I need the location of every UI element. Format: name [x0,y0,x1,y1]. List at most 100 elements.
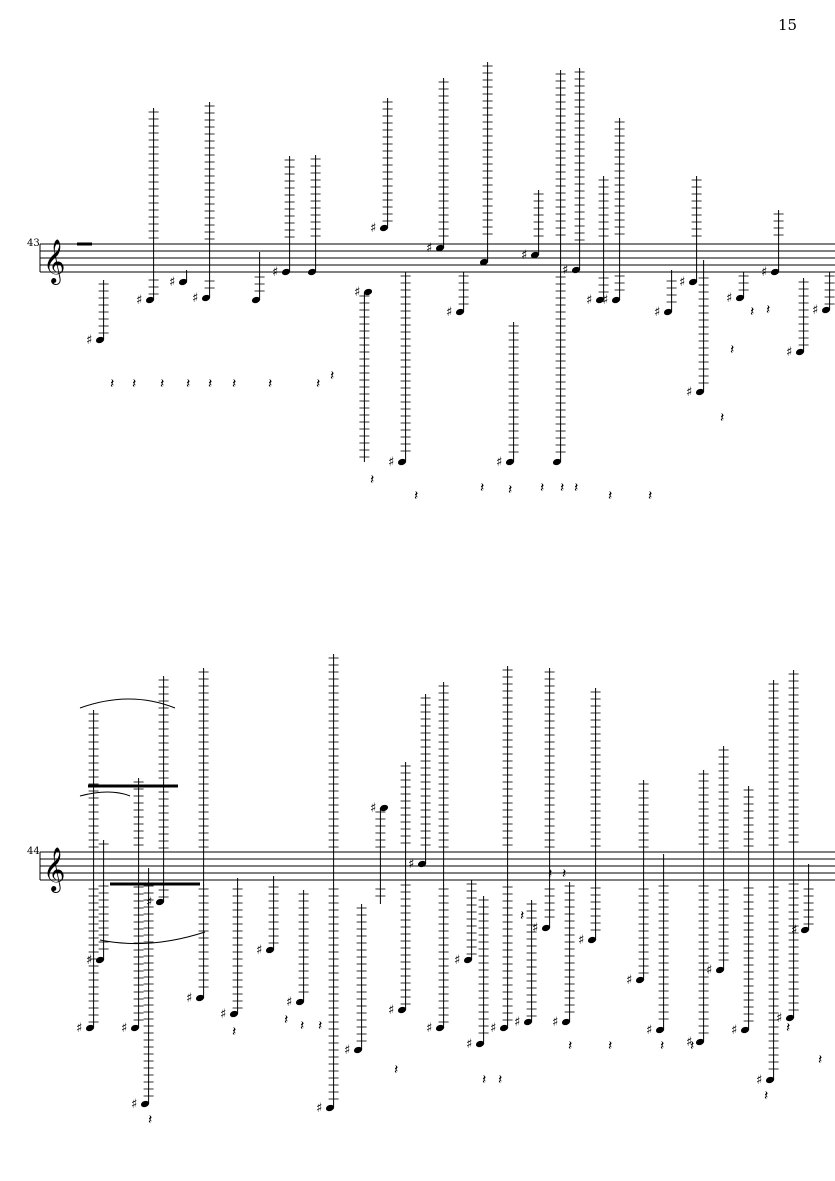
tie [79,791,131,797]
sharp-icon: ♯ [686,1035,692,1050]
sharp-icon: ♯ [316,1101,322,1116]
rest-icon: 𝄽 [394,1062,398,1078]
notehead [363,288,373,296]
rest-icon: 𝄽 [132,376,136,392]
sharp-icon: ♯ [731,1023,737,1038]
rest-icon: 𝄽 [786,1020,790,1036]
notation-system-43: ♯♯♯♯♯♯♯♯♯♯♯♯♯♯♯♯♯♯♯♯♯♯𝄽𝄽𝄽𝄽𝄽𝄽𝄽𝄽𝄽𝄽𝄽𝄽𝄽𝄽𝄽𝄽𝄽𝄽… [77,62,835,504]
sharp-icon: ♯ [514,1015,520,1030]
notehead [770,268,780,276]
rest-icon: 𝄽 [284,1012,288,1028]
treble-clef-icon: 𝄞 [43,847,65,893]
notehead [635,976,645,984]
notehead [561,1018,571,1026]
sharp-icon: ♯ [654,305,660,320]
notehead [379,804,389,812]
measure-number-44: 44 [27,846,40,857]
rest-icon: 𝄽 [568,1038,572,1054]
rest-icon: 𝄽 [370,472,374,488]
notehead [95,956,105,964]
notehead [587,936,597,944]
measure-number-43: 43 [27,238,40,249]
notehead [325,1104,335,1112]
tie [99,931,206,945]
notehead [740,1026,750,1034]
notehead [595,296,605,304]
notehead [552,458,562,466]
rest-icon: 𝄽 [764,1088,768,1104]
sharp-icon: ♯ [626,973,632,988]
notehead [155,898,165,906]
notehead [95,336,105,344]
rest-icon: 𝄽 [480,480,484,496]
treble-clef-icon: 𝄞 [43,239,65,285]
rest-icon: 𝄽 [818,1052,822,1068]
notehead [688,278,698,286]
sharp-icon: ♯ [220,1007,226,1022]
sharp-icon: ♯ [552,1015,558,1030]
rest-icon: 𝄽 [648,488,652,504]
rest-icon: 𝄽 [766,302,770,318]
rest-icon: 𝄽 [574,480,578,496]
sharp-icon: ♯ [344,1043,350,1058]
rest-icon: 𝄽 [208,376,212,392]
sharp-icon: ♯ [496,455,502,470]
notehead [800,926,810,934]
sharp-icon: ♯ [131,1097,137,1112]
rest-icon: 𝄽 [318,1018,322,1034]
notehead [265,946,275,954]
sharp-icon: ♯ [776,1011,782,1026]
notehead [765,1076,775,1084]
sharp-icon: ♯ [686,385,692,400]
notehead [611,296,621,304]
rest-icon: 𝄽 [330,368,334,384]
rest-icon: 𝄽 [730,342,734,358]
sharp-icon: ♯ [562,263,568,278]
notehead [295,998,305,1006]
tie [79,698,176,709]
notehead [695,388,705,396]
notehead [571,266,581,274]
notehead [735,294,745,302]
sharp-icon: ♯ [446,305,452,320]
notehead [195,994,205,1002]
notehead [530,251,540,259]
rest-icon: 𝄽 [268,376,272,392]
rest-icon: 𝄽 [160,376,164,392]
notehead [499,1024,509,1032]
sharp-icon: ♯ [426,241,432,256]
notehead [695,1038,705,1046]
sharp-icon: ♯ [586,293,592,308]
rest-icon: 𝄽 [750,304,754,320]
notehead [353,1046,363,1054]
notehead [475,1040,485,1048]
sharp-icon: ♯ [192,291,198,306]
rest-icon: 𝄽 [548,866,552,882]
sharp-icon: ♯ [646,1023,652,1038]
notehead [479,258,489,266]
notehead [379,224,389,232]
notehead [281,268,291,276]
notehead [130,1024,140,1032]
rest-icon: 𝄽 [508,482,512,498]
notehead [435,244,445,252]
notehead [463,956,473,964]
sharp-icon: ♯ [706,963,712,978]
sharp-icon: ♯ [786,345,792,360]
rest-icon: 𝄽 [562,866,566,882]
notehead [201,294,211,302]
notehead [655,1026,665,1034]
rest-icon: 𝄽 [720,410,724,426]
notehead [229,1010,239,1018]
notehead [715,966,725,974]
notehead [435,1024,445,1032]
sharp-icon: ♯ [388,455,394,470]
sharp-icon: ♯ [370,221,376,236]
sharp-icon: ♯ [286,995,292,1010]
rest-icon: 𝄽 [110,376,114,392]
rest-icon: 𝄽 [520,908,524,924]
rest-icon: 𝄽 [232,376,236,392]
notehead [140,1100,150,1108]
notehead [785,1014,795,1022]
